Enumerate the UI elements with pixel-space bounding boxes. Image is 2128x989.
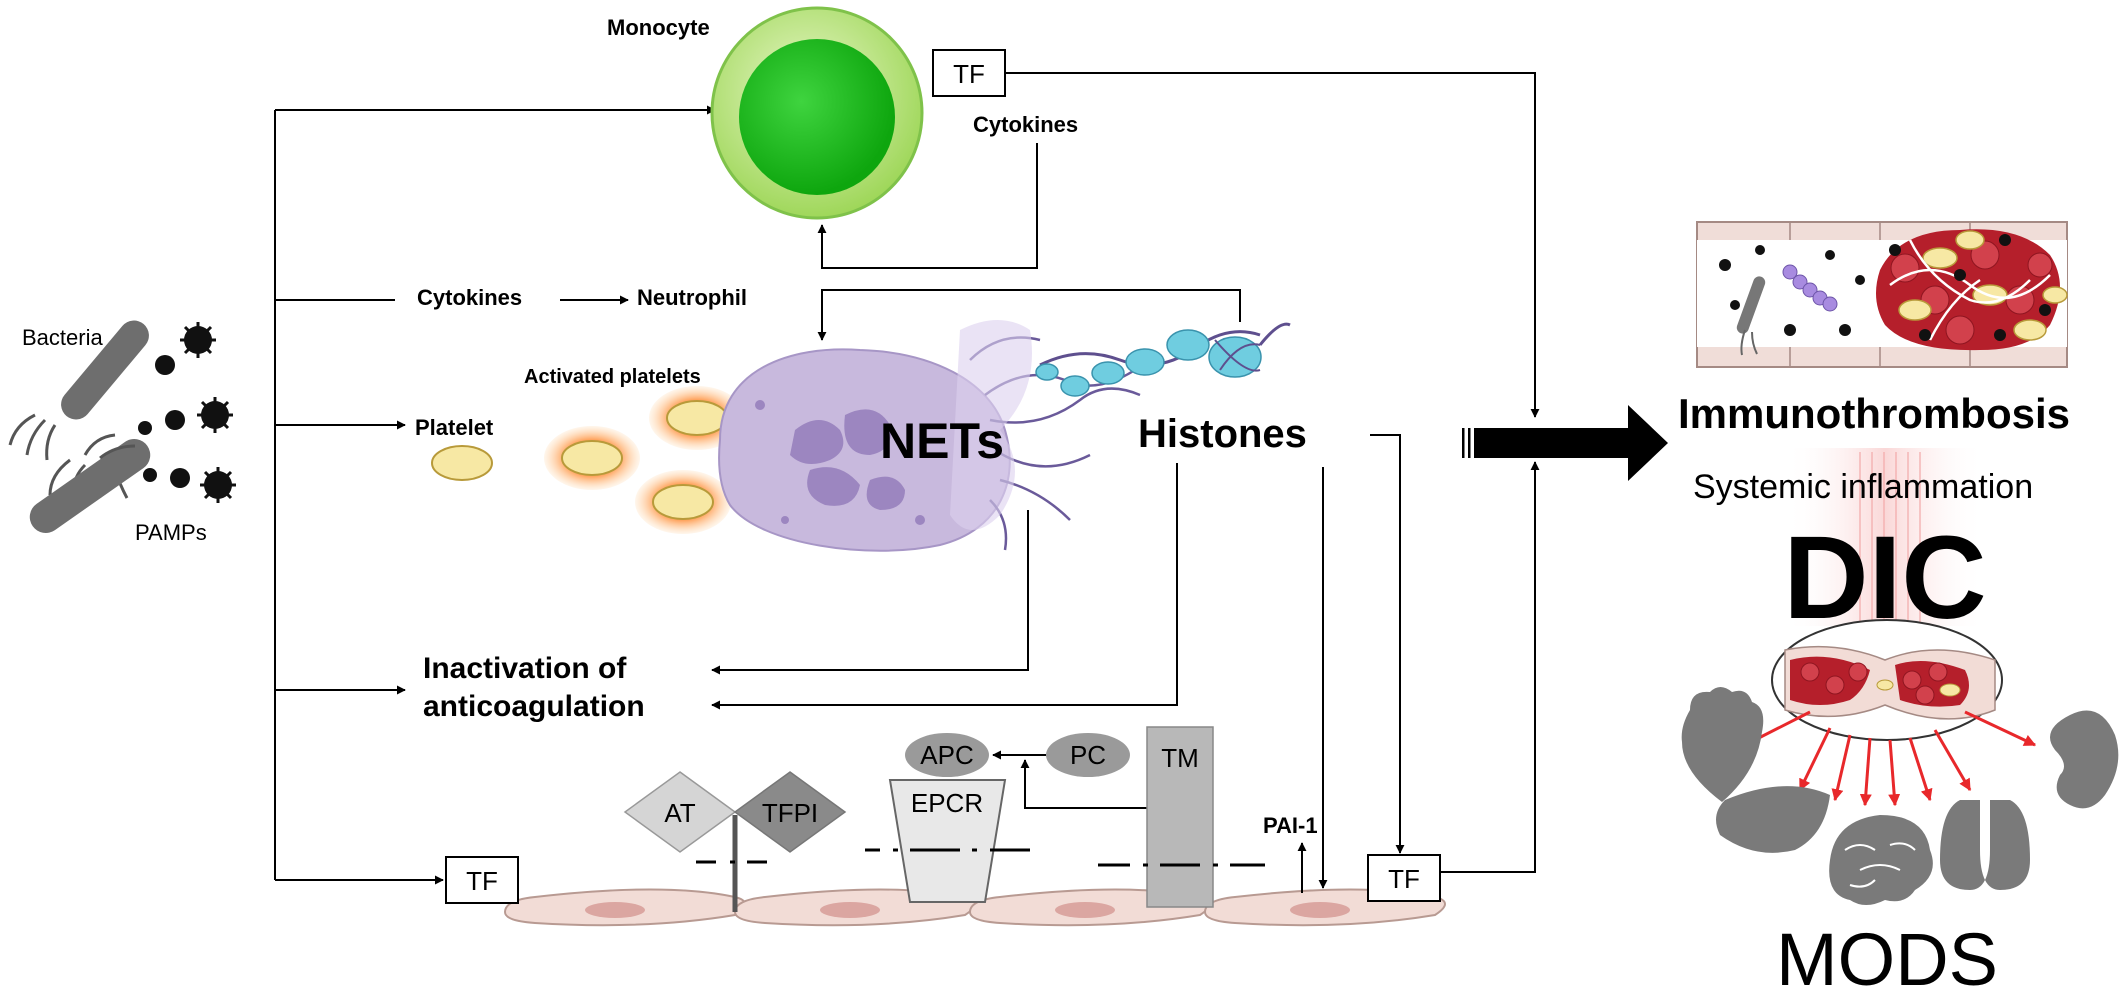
pamps-label: PAMPs — [135, 520, 207, 545]
pamps-icon — [138, 322, 236, 503]
histones-to-inactivation-arrow — [711, 463, 1178, 710]
tf-bottom-to-immunothrombosis-arrow — [1440, 461, 1540, 873]
bacteria-icon — [8, 320, 151, 533]
branch-arrows — [274, 105, 716, 885]
tm-to-pc-arrow — [1020, 759, 1147, 809]
pai1-label: PAI-1 — [1263, 813, 1318, 838]
histone-beads — [1035, 322, 1291, 397]
systemic-inflammation-label: Systemic inflammation — [1693, 468, 2033, 506]
heart-icon — [1681, 687, 1764, 802]
immunothrombosis-label: Immunothrombosis — [1678, 390, 2070, 437]
nets-to-inactivation-arrow — [711, 510, 1029, 675]
inactivation-line2: anticoagulation — [423, 690, 645, 723]
tf-top-label: TF — [953, 59, 985, 89]
kidney-icon — [2050, 710, 2119, 809]
cytokines-top-label: Cytokines — [973, 112, 1078, 137]
cytokine-feedback-arrow — [817, 143, 1038, 269]
at-shape — [623, 771, 737, 853]
liver-icon — [1716, 786, 1830, 853]
resting-platelet — [431, 445, 493, 481]
brain-icon — [1829, 815, 1933, 905]
inflammation-stripes — [1859, 452, 1921, 625]
histones-label: Histones — [1138, 412, 1307, 456]
histone-feedback-arrow — [817, 289, 1241, 341]
tm-shape — [1146, 726, 1214, 908]
activated-platelets — [544, 386, 745, 534]
tf-box-bottom-left — [445, 856, 519, 904]
brain-folds — [1844, 842, 1916, 888]
occlusion-illustration — [1771, 619, 2003, 741]
at-label: AT — [664, 798, 695, 828]
apc-label: APC — [920, 740, 973, 770]
neutrophil-label: Neutrophil — [637, 285, 747, 310]
tm-label: TM — [1161, 743, 1199, 773]
vessel-illustration — [1696, 221, 2068, 368]
platelet-label: Platelet — [415, 415, 494, 440]
organs — [1681, 687, 2119, 905]
epcr-shape — [888, 779, 1007, 903]
tf-bottom-left-label: TF — [466, 866, 498, 896]
pc-label: PC — [1070, 740, 1106, 770]
tf-top-to-immunothrombosis-arrow — [1005, 72, 1540, 418]
tf-box-bottom-right — [1367, 854, 1441, 902]
epcr-label: EPCR — [911, 788, 983, 818]
tf-bottom-right-label: TF — [1388, 864, 1420, 894]
monocyte: Monocyte — [607, 6, 924, 220]
tfpi-shape — [733, 771, 847, 853]
bacteria-label: Bacteria — [22, 325, 103, 350]
apc-shape — [905, 733, 989, 777]
inactivation-line1: Inactivation of — [423, 652, 627, 685]
main-arrow — [1462, 405, 1668, 481]
nets-label: NETs — [880, 413, 1004, 469]
activated-platelets-label: Activated platelets — [524, 366, 701, 388]
inflammation-haze — [1785, 448, 1985, 626]
lungs-icon — [1940, 800, 2030, 890]
mods-label: MODS — [1776, 918, 1998, 989]
histones-to-tf-arrow — [1370, 434, 1405, 854]
bacteria-group: Bacteria PAMPs — [8, 320, 236, 545]
monocyte-label: Monocyte — [607, 15, 710, 40]
neutrophil-cell — [718, 320, 1291, 552]
cytokines-mid-label: Cytokines — [417, 285, 522, 310]
tfpi-label: TFPI — [762, 798, 818, 828]
tf-box-top — [932, 49, 1006, 97]
pc-shape — [1046, 733, 1130, 777]
